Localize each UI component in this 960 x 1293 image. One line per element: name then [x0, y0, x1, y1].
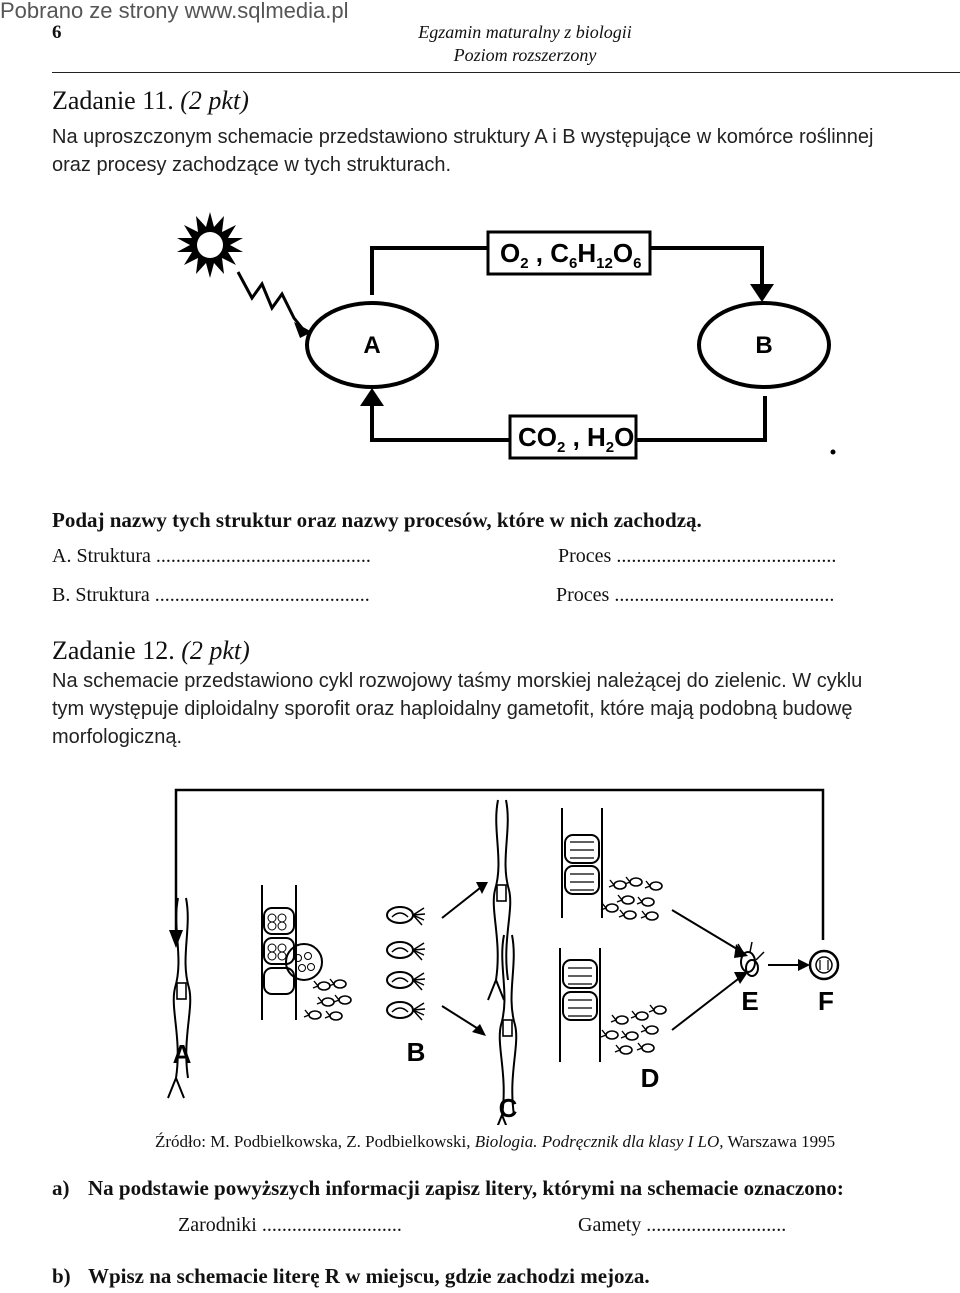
task12-intro-line3: morfologiczną. — [52, 726, 183, 748]
answer-b-structure-field[interactable]: B. Struktura ...........................… — [52, 584, 370, 606]
structure-a-label: A — [363, 332, 380, 359]
gametangium-filament-upper — [561, 808, 603, 918]
label-e: E — [741, 986, 758, 1016]
life-cycle-diagram: A B C D E — [167, 788, 840, 1125]
question-a-marker: a) — [52, 1176, 70, 1200]
gametophyte-thallus-upper — [487, 799, 512, 1001]
spores-answer-field[interactable]: Zarodniki ............................ — [178, 1214, 402, 1236]
task11-intro-line2: oraz procesy zachodzące w tych struktura… — [52, 154, 452, 176]
task12-intro-line1: Na schemacie przedstawiono cykl rozwojow… — [52, 670, 863, 692]
fusing-gametes — [737, 941, 765, 977]
zygote — [808, 949, 840, 981]
question-a-text: Na podstawie powyższych informacji zapis… — [88, 1176, 844, 1200]
zoospore — [386, 906, 426, 926]
gametangium-filament-lower — [559, 948, 601, 1062]
sporangium-filament — [261, 885, 323, 1020]
substrates-box — [508, 414, 638, 460]
label-b: B — [407, 1037, 426, 1067]
structure-a-ellipse — [305, 301, 439, 389]
products-box — [486, 230, 652, 276]
question-b-marker: b) — [52, 1264, 71, 1288]
watermark: Pobrano ze strony www.sqlmedia.pl — [0, 0, 349, 23]
task12-heading: Zadanie 12. (2 pkt) — [52, 636, 250, 665]
structure-b-label: B — [755, 332, 772, 359]
label-f: F — [818, 986, 834, 1016]
answer-b-process-field[interactable]: Proces .................................… — [556, 584, 835, 606]
source-citation: Źródło: M. Podbielkowska, Z. Podbielkows… — [155, 1132, 836, 1151]
task11-intro-line1: Na uproszczonym schemacie przedstawiono … — [52, 126, 874, 148]
exam-level: Poziom rozszerzony — [453, 45, 597, 65]
task12-intro-line2: tym występuje diploidalny sporofit oraz … — [52, 698, 853, 720]
task11-heading: Zadanie 11. (2 pkt) — [52, 86, 249, 115]
answer-a-structure-field[interactable]: A. Struktura ...........................… — [52, 545, 371, 567]
photosynthesis-respiration-diagram: O2 , C6H12O6 CO2 , H2O A B — [177, 212, 836, 460]
label-d: D — [641, 1063, 660, 1093]
label-a: A — [173, 1039, 192, 1069]
structure-b-ellipse — [697, 301, 831, 389]
substrates-label: CO2 , H2O — [518, 422, 634, 456]
gametes-answer-field[interactable]: Gamety ............................ — [578, 1214, 787, 1236]
task11-question: Podaj nazwy tych struktur oraz nazwy pro… — [52, 508, 702, 532]
sun-icon — [177, 212, 312, 338]
page-number: 6 — [52, 22, 62, 43]
exam-title: Egzamin maturalny z biologii — [418, 22, 632, 42]
label-c: C — [499, 1093, 518, 1123]
header-rule — [52, 72, 960, 73]
answer-a-process-field[interactable]: Proces .................................… — [558, 545, 837, 567]
question-b-text: Wpisz na schemacie literę R w miejscu, g… — [88, 1264, 650, 1288]
